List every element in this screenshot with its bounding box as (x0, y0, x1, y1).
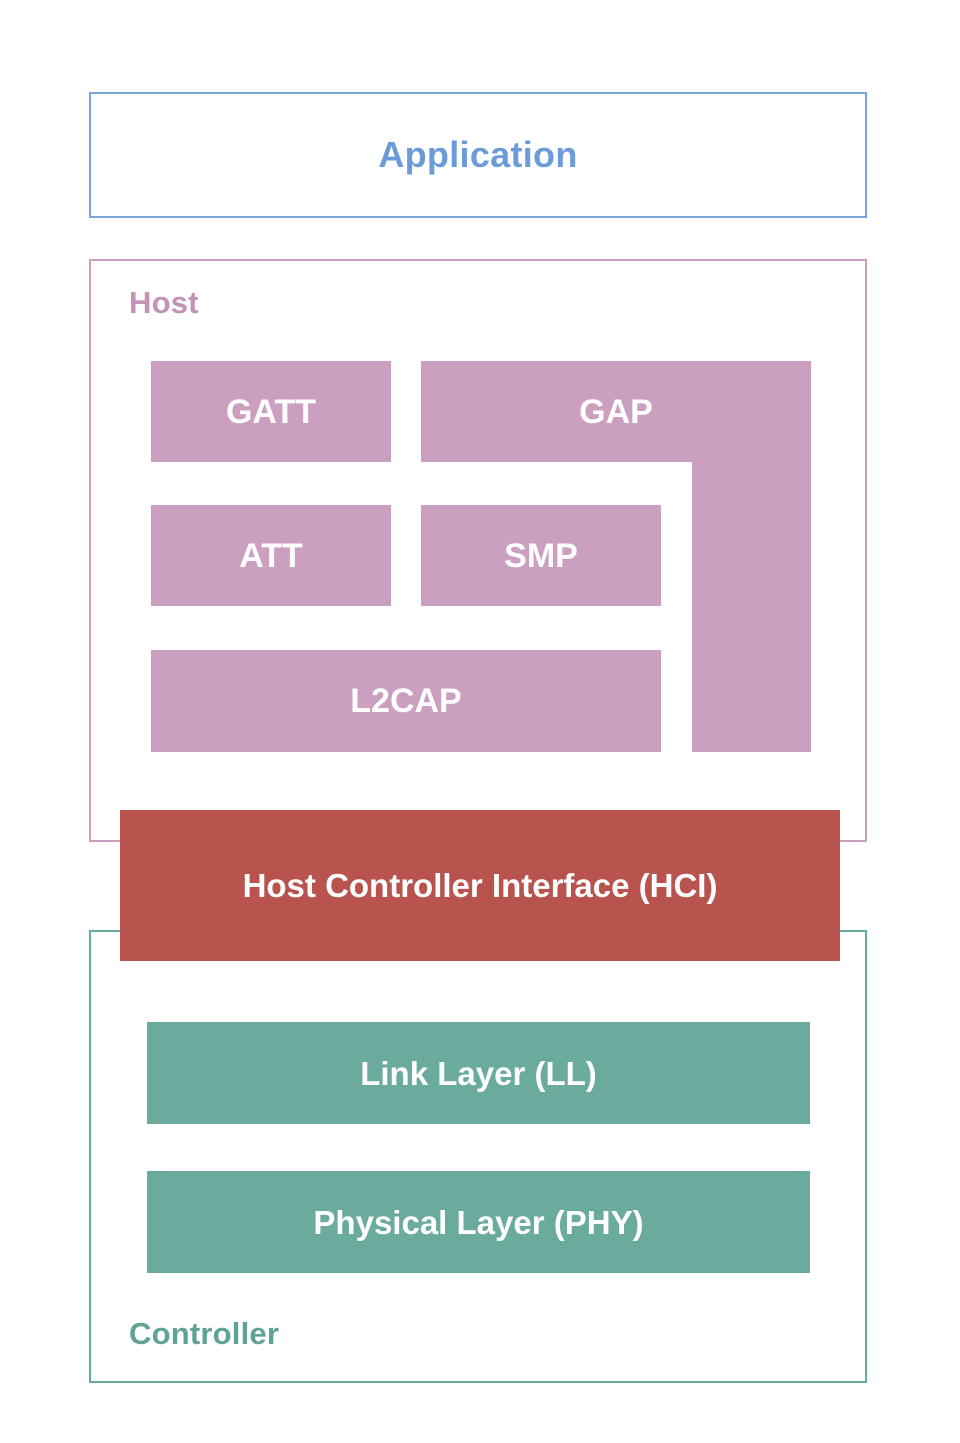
host-block-att[interactable]: ATT (151, 505, 391, 606)
host-block-gap-top-arm (421, 361, 811, 462)
host-block-gap[interactable]: GAP (421, 361, 811, 752)
host-block-l2cap-label: L2CAP (350, 682, 462, 720)
controller-block-physical-layer-label: Physical Layer (PHY) (313, 1203, 644, 1241)
host-block-smp-label: SMP (504, 536, 578, 575)
host-controller-interface-bar[interactable]: Host Controller Interface (HCI) (120, 810, 840, 961)
host-block-gap-right-arm (692, 462, 811, 752)
controller-block-link-layer-label: Link Layer (LL) (360, 1054, 597, 1092)
controller-block-link-layer[interactable]: Link Layer (LL) (147, 1022, 810, 1124)
host-block-l2cap[interactable]: L2CAP (151, 650, 661, 752)
host-block-smp[interactable]: SMP (421, 505, 661, 606)
application-layer-box[interactable]: Application (89, 92, 867, 218)
host-block-gatt[interactable]: GATT (151, 361, 391, 462)
host-group-title: Host (129, 285, 199, 320)
application-label: Application (378, 134, 578, 175)
host-controller-interface-label: Host Controller Interface (HCI) (242, 867, 718, 904)
controller-block-physical-layer[interactable]: Physical Layer (PHY) (147, 1171, 810, 1273)
host-block-gap-label: GAP (579, 392, 653, 431)
controller-group-title: Controller (129, 1316, 280, 1351)
host-block-gatt-label: GATT (225, 392, 316, 431)
host-block-att-label: ATT (239, 536, 303, 575)
